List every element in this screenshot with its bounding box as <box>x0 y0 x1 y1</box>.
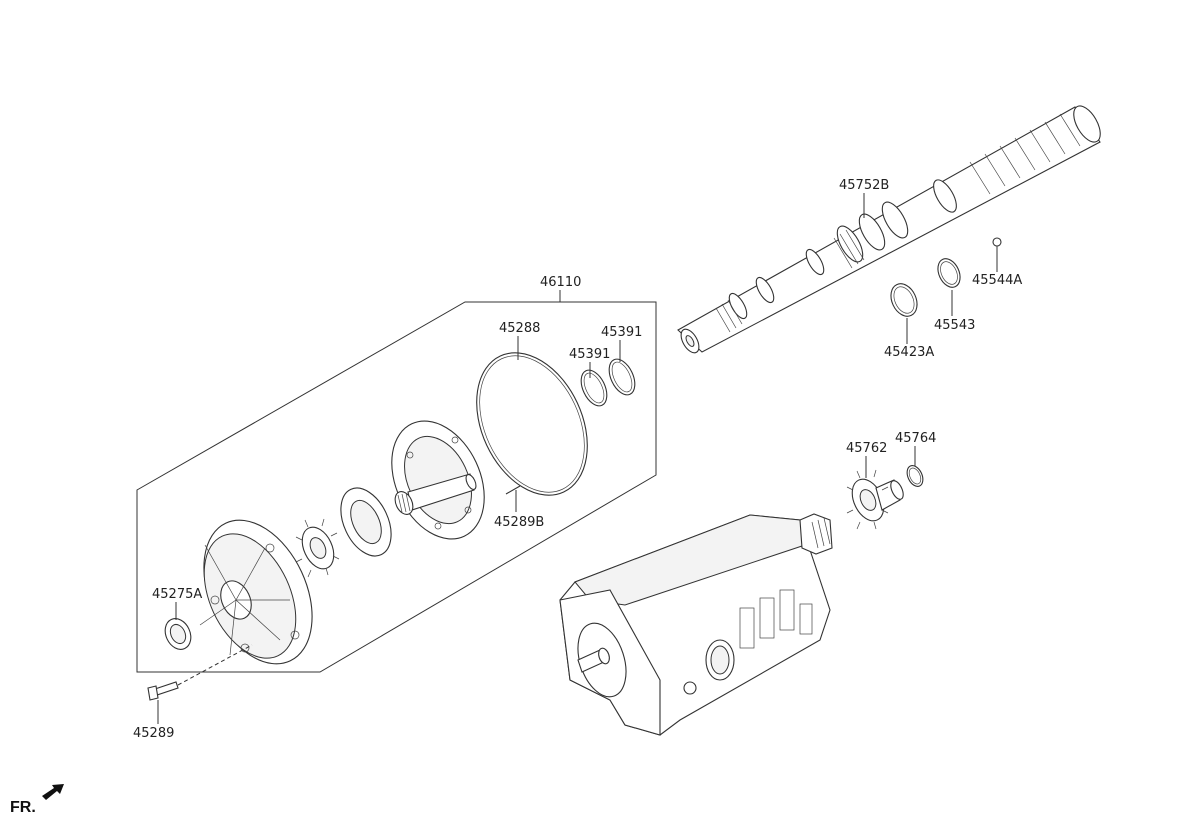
oil-seal-45275a <box>164 618 192 650</box>
front-arrow-icon <box>42 784 64 800</box>
ball-45544a <box>992 237 1002 247</box>
label-45423a: 45423A <box>884 345 934 360</box>
leader-lines <box>157 193 998 724</box>
label-45764: 45764 <box>895 431 936 446</box>
ring-45423a <box>890 283 918 317</box>
gear-45762 <box>846 469 904 530</box>
pump-cover <box>391 420 485 540</box>
pin-45289b <box>505 485 521 495</box>
o-ring-45288 <box>476 352 588 496</box>
label-45391-lower: 45391 <box>569 347 610 362</box>
label-45289b: 45289B <box>494 515 544 530</box>
front-indicator: FR. <box>10 784 64 816</box>
label-45391-upper: 45391 <box>601 325 642 340</box>
pump-assembly-outline <box>136 301 657 673</box>
seal-ring-45391-b <box>608 358 636 396</box>
label-45275a: 45275A <box>152 587 202 602</box>
seal-ring-45391-a <box>580 369 608 407</box>
input-shaft <box>677 105 1101 354</box>
bolt-45289 <box>147 644 253 701</box>
label-45762: 45762 <box>846 441 887 456</box>
label-45289: 45289 <box>133 726 174 741</box>
label-45288: 45288 <box>499 321 540 336</box>
label-45752b: 45752B <box>839 178 889 193</box>
label-45544a: 45544A <box>972 273 1022 288</box>
front-indicator-label: FR. <box>10 799 36 816</box>
inner-gear <box>295 518 340 578</box>
snap-ring-45543 <box>937 258 961 288</box>
snap-ring-45764 <box>906 465 924 487</box>
outer-gear <box>340 487 392 557</box>
pump-housing <box>199 519 313 665</box>
label-45543: 45543 <box>934 318 975 333</box>
label-46110: 46110 <box>540 275 581 290</box>
transmission-case <box>559 513 833 736</box>
